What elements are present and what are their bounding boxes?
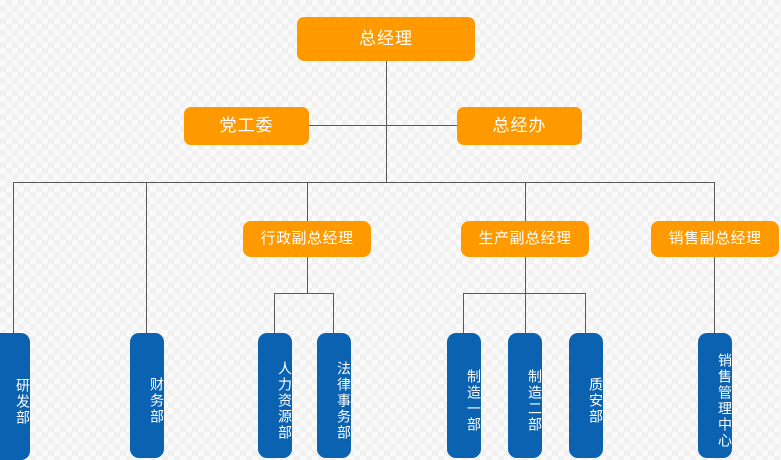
node-finance-dept[interactable]: 财务部	[130, 333, 164, 458]
node-sales-center[interactable]: 销售管理中心	[698, 333, 732, 458]
node-admin-vgm[interactable]: 行政副总经理	[243, 221, 371, 257]
node-gm-office[interactable]: 总经办	[457, 107, 582, 145]
node-quality-safety[interactable]: 质安部	[569, 333, 603, 458]
node-legal-dept[interactable]: 法律事务部	[317, 333, 351, 458]
node-hr-dept[interactable]: 人力资源部	[258, 333, 292, 458]
node-rd-dept[interactable]: 研发部	[0, 333, 30, 460]
node-gm[interactable]: 总经理	[297, 17, 475, 61]
node-party-committee[interactable]: 党工委	[184, 107, 309, 145]
node-manufacturing-1[interactable]: 制造一部	[447, 333, 481, 458]
node-sales-vgm[interactable]: 销售副总经理	[651, 221, 779, 257]
node-manufacturing-2[interactable]: 制造二部	[508, 333, 542, 458]
node-production-vgm[interactable]: 生产副总经理	[461, 221, 589, 257]
